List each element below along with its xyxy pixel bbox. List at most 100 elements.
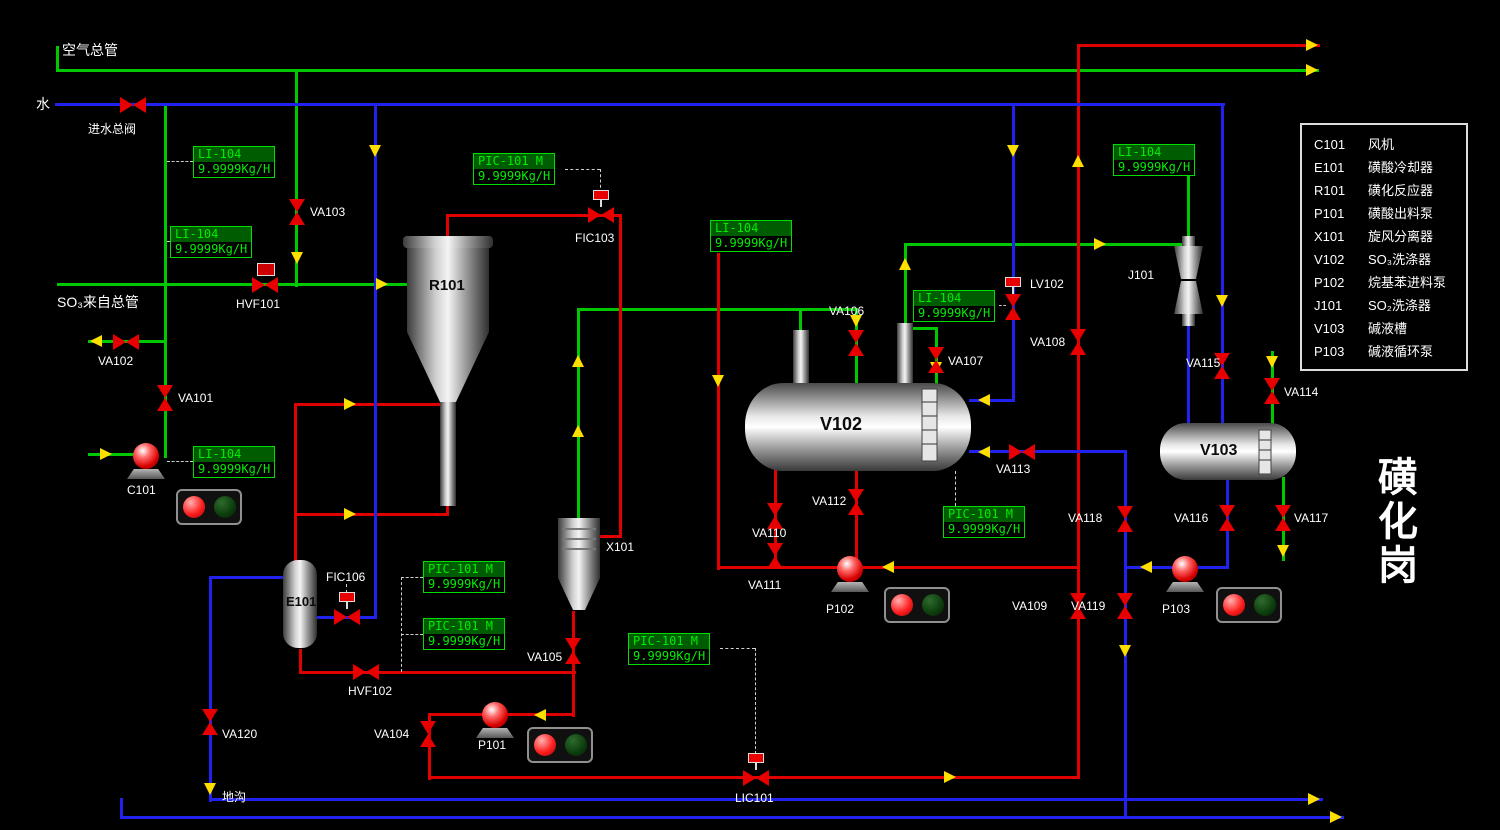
instrument-li104[interactable]: LI-104 9.9999Kg/H (913, 290, 996, 322)
flow-arrow (1216, 295, 1228, 307)
legend-name: 磺化反应器 (1368, 183, 1434, 198)
pump-p101[interactable] (482, 702, 508, 728)
flow-arrow (376, 278, 388, 290)
flow-arrow (1330, 811, 1342, 823)
valve-lv102[interactable] (1005, 277, 1021, 320)
valve-va112[interactable] (848, 489, 864, 515)
flow-arrow (534, 709, 546, 721)
valve-lic101[interactable] (743, 753, 769, 786)
valve-va101[interactable] (157, 385, 173, 411)
instrument-value: 9.9999Kg/H (918, 306, 991, 320)
flow-arrow (291, 252, 303, 264)
pipe (600, 535, 622, 538)
signal-line (999, 305, 1006, 306)
flow-arrow (1306, 64, 1318, 76)
run-lamp (182, 496, 205, 518)
instrument-value: 9.9999Kg/H (428, 577, 501, 591)
pipe (619, 214, 622, 538)
pipe (969, 450, 1127, 453)
valve-va114[interactable] (1264, 378, 1280, 404)
valve-label-va114: VA114 (1284, 385, 1319, 399)
instrument-tag: PIC-101 M (944, 507, 1025, 522)
instrument-value: 9.9999Kg/H (198, 462, 271, 476)
pipe (572, 611, 575, 717)
fan-suction-pipe (88, 453, 136, 456)
legend-name: 磺酸冷却器 (1368, 160, 1434, 175)
signal-line (401, 577, 402, 672)
instrument-li104[interactable]: LI-104 9.9999Kg/H (193, 146, 276, 178)
valve-va113[interactable] (1009, 444, 1035, 460)
equipment-label-v102: V102 (820, 414, 863, 434)
pipe (717, 566, 1080, 569)
valve-va104[interactable] (420, 721, 436, 747)
valve-va118[interactable] (1117, 506, 1133, 532)
pipe (164, 283, 167, 458)
valve-water-main[interactable] (120, 97, 146, 113)
signal-line (167, 241, 172, 242)
valve-va106[interactable] (848, 330, 864, 356)
valve-va117[interactable] (1275, 505, 1291, 531)
instrument-li104[interactable]: LI-104 9.9999Kg/H (193, 446, 276, 478)
valve-va108[interactable] (1070, 329, 1086, 355)
valve-label-va116: VA116 (1174, 511, 1209, 525)
valve-va109[interactable] (1070, 593, 1086, 619)
instrument-value: 9.9999Kg/H (478, 169, 551, 183)
valve-va107[interactable] (928, 347, 944, 373)
pipe (446, 214, 449, 240)
valve-va105[interactable] (565, 638, 581, 664)
instrument-li104[interactable]: LI-104 9.9999Kg/H (710, 220, 793, 252)
valve-fic106[interactable] (334, 592, 360, 625)
valve-fic103[interactable] (588, 190, 614, 223)
valve-stem (1012, 285, 1014, 294)
valve-hvf101[interactable] (252, 277, 278, 293)
run-lamp (1222, 594, 1245, 616)
valve-va120[interactable] (202, 709, 218, 735)
valve-va103[interactable] (289, 199, 305, 225)
legend-name: 碱液槽 (1368, 321, 1408, 336)
valve-va115[interactable] (1214, 353, 1230, 379)
valve-actuator (748, 753, 764, 763)
legend-code: J101 (1314, 298, 1343, 313)
valve-label-va107: VA107 (948, 354, 984, 368)
valve-actuator (593, 190, 609, 200)
valve-va102[interactable] (113, 334, 139, 350)
instrument-tag: LI-104 (194, 447, 275, 462)
drain-pipe (209, 798, 1323, 801)
pipe (1124, 450, 1127, 818)
legend-code: X101 (1314, 229, 1345, 244)
valve-va110[interactable] (767, 503, 783, 529)
fan-c101[interactable] (133, 443, 159, 469)
valve-va119[interactable] (1117, 593, 1133, 619)
drain-pipe (120, 816, 1344, 819)
pipe (904, 327, 937, 330)
valve-va116[interactable] (1219, 505, 1235, 531)
instrument-tag: LI-104 (914, 291, 995, 306)
legend-code: P101 (1314, 206, 1345, 221)
valve-label-va105: VA105 (527, 650, 563, 664)
flow-arrow (978, 446, 990, 458)
air-main-pipe (57, 69, 1319, 72)
instrument-pic101[interactable]: PIC-101 M 9.9999Kg/H (423, 618, 506, 650)
valve-label-va109: VA109 (1012, 599, 1048, 613)
valve-hvf102[interactable] (353, 664, 379, 680)
legend-name: 烷基苯进料泵 (1368, 275, 1447, 290)
instrument-value: 9.9999Kg/H (198, 162, 271, 176)
instrument-li104[interactable]: LI-104 9.9999Kg/H (1113, 144, 1196, 176)
pump-p103[interactable] (1172, 556, 1198, 582)
instrument-pic101[interactable]: PIC-101 M 9.9999Kg/H (473, 153, 556, 185)
instrument-pic101[interactable]: PIC-101 M 9.9999Kg/H (628, 633, 711, 665)
legend-code: E101 (1314, 160, 1345, 175)
instrument-pic101[interactable]: PIC-101 M 9.9999Kg/H (423, 561, 506, 593)
riser-pipe (1077, 44, 1080, 779)
instrument-pic101[interactable]: PIC-101 M 9.9999Kg/H (943, 506, 1026, 538)
signal-line (600, 169, 601, 193)
valve-va111[interactable] (767, 543, 783, 569)
equipment-label-v103: V103 (1200, 442, 1238, 459)
equipment-label-x101: X101 (606, 540, 635, 554)
instrument-li104[interactable]: LI-104 9.9999Kg/H (170, 226, 253, 258)
instrument-value: 9.9999Kg/H (715, 236, 788, 250)
pipe (446, 505, 449, 516)
pump-p102[interactable] (837, 556, 863, 582)
equipment-label-j101: J101 (1128, 268, 1155, 282)
